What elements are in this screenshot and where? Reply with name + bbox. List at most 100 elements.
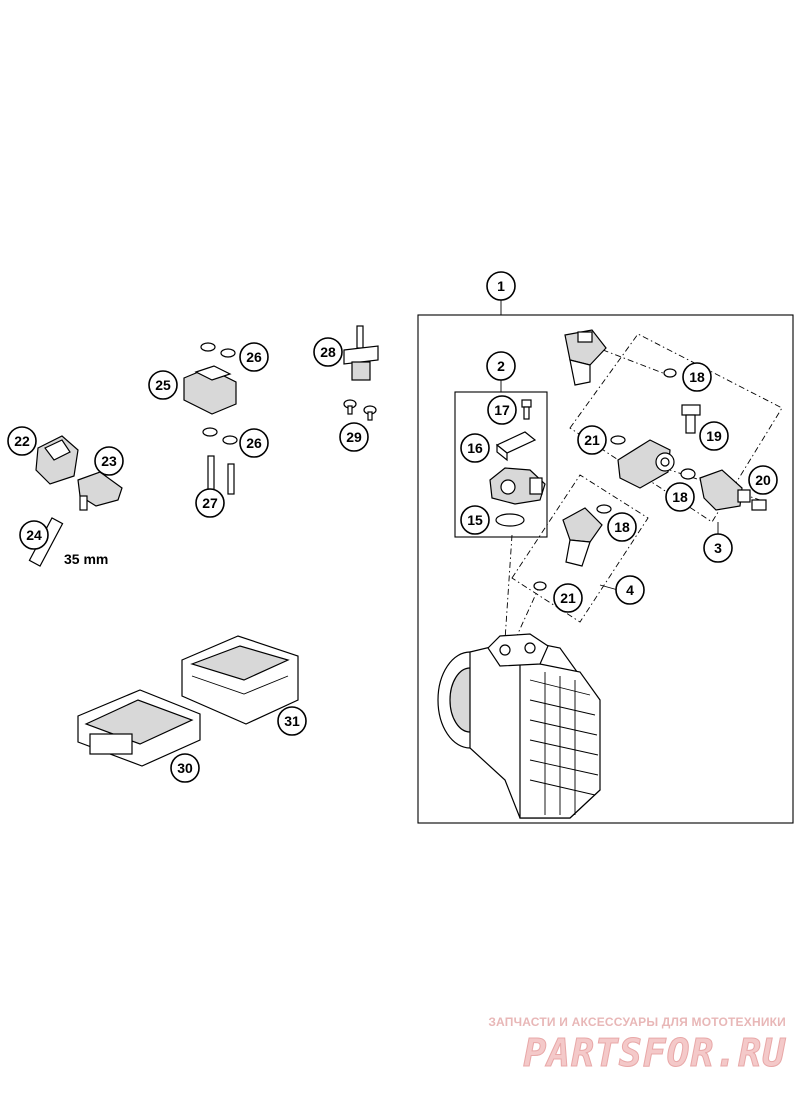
callout-18: 18 <box>665 482 695 512</box>
callout-circle <box>313 337 343 367</box>
injector-kit-frame-3 <box>569 333 783 523</box>
fitting-19 <box>681 404 701 434</box>
callout-19: 19 <box>699 421 729 451</box>
callout-25: 25 <box>148 370 178 400</box>
ecu-30 <box>77 689 201 767</box>
callout-number: 4 <box>626 582 634 598</box>
callout-number: 19 <box>706 428 722 444</box>
callout-23: 23 <box>94 446 124 476</box>
callout-number: 15 <box>467 512 483 528</box>
callout-circle <box>748 465 778 495</box>
injector-lower <box>562 507 603 567</box>
callout-circle <box>577 425 607 455</box>
callout-circle <box>486 351 516 381</box>
callout-17: 17 <box>487 395 517 425</box>
callout-circle <box>460 505 490 535</box>
callout-number: 18 <box>614 519 630 535</box>
callout-circle <box>7 426 37 456</box>
seal-21-top <box>610 435 626 445</box>
sensor-23 <box>77 471 123 511</box>
callout-layer: 1234151617181818192021212223242526262728… <box>7 271 778 783</box>
screw-17 <box>521 399 532 420</box>
callout-31: 31 <box>277 706 307 736</box>
hose-length-label: 35 mm <box>64 551 108 567</box>
callout-21: 21 <box>553 583 583 613</box>
callout-number: 3 <box>714 540 722 556</box>
sensor-28 <box>343 325 379 381</box>
callout-15: 15 <box>460 505 490 535</box>
callout-number: 17 <box>494 402 510 418</box>
callout-1: 1 <box>486 271 516 301</box>
callout-20: 20 <box>748 465 778 495</box>
callout-18: 18 <box>607 512 637 542</box>
callout-number: 21 <box>560 590 576 606</box>
callout-number: 25 <box>155 377 171 393</box>
callout-22: 22 <box>7 426 37 456</box>
callout-circle <box>486 271 516 301</box>
center-line-sensor <box>504 534 513 641</box>
callout-number: 2 <box>497 358 505 374</box>
ecu-bracket-31 <box>181 635 299 725</box>
callout-number: 28 <box>320 344 336 360</box>
callout-circle <box>615 575 645 605</box>
washer-26-bottom-a <box>202 427 218 437</box>
callout-circle <box>239 342 269 372</box>
callout-26: 26 <box>239 342 269 372</box>
bolt-27-a <box>207 455 215 491</box>
callout-circle <box>19 520 49 550</box>
watermark: ЗАПЧАСТИ И АКСЕССУАРЫ ДЛЯ МОТОТЕХНИКИ PA… <box>466 1015 786 1076</box>
throttle-body <box>437 633 601 819</box>
injector-top <box>564 329 607 386</box>
callout-21: 21 <box>577 425 607 455</box>
callout-18: 18 <box>682 362 712 392</box>
callout-circle <box>277 706 307 736</box>
screws-29 <box>343 399 377 421</box>
leader-4 <box>599 584 619 591</box>
callout-circle <box>703 533 733 563</box>
callout-circle <box>665 482 695 512</box>
callout-circle <box>607 512 637 542</box>
callout-number: 27 <box>202 495 218 511</box>
seal-18-top <box>663 368 677 378</box>
callout-circle <box>553 583 583 613</box>
seal-21-lower <box>533 581 547 591</box>
callout-number: 21 <box>584 432 600 448</box>
callout-number: 1 <box>497 278 505 294</box>
watermark-logo: PARTSFOR.RU <box>523 1031 786 1076</box>
callout-number: 29 <box>346 429 362 445</box>
callout-number: 31 <box>284 713 300 729</box>
callout-circle <box>699 421 729 451</box>
callout-number: 18 <box>689 369 705 385</box>
pressure-regulator <box>699 469 751 511</box>
callout-number: 23 <box>101 453 117 469</box>
center-line-injector <box>514 584 541 641</box>
callout-number: 16 <box>467 440 483 456</box>
sensor-25 <box>183 365 237 415</box>
seal-18-mid <box>680 468 696 480</box>
seal-18-lower <box>596 504 612 514</box>
callout-3: 3 <box>703 533 733 563</box>
callout-27: 27 <box>195 488 225 518</box>
callout-number: 20 <box>755 472 771 488</box>
callout-circle <box>339 422 369 452</box>
washer-26-top-a <box>200 342 216 352</box>
callout-circle <box>195 488 225 518</box>
callout-number: 18 <box>672 489 688 505</box>
callout-circle <box>682 362 712 392</box>
callout-16: 16 <box>460 433 490 463</box>
callout-24: 24 <box>19 520 49 550</box>
washer-26-top-b <box>220 348 236 358</box>
fuel-rail <box>617 439 675 489</box>
callout-circle <box>170 753 200 783</box>
connector-22 <box>35 435 79 485</box>
bolt-27-b <box>227 463 235 495</box>
callout-number: 24 <box>26 527 42 543</box>
washer-26-bottom-b <box>222 435 238 445</box>
callout-circle <box>148 370 178 400</box>
fitting-20 <box>751 499 767 511</box>
throttle-assembly-frame <box>417 314 794 824</box>
callout-number: 26 <box>246 435 262 451</box>
callout-number: 22 <box>14 433 30 449</box>
watermark-tagline: ЗАПЧАСТИ И АКСЕССУАРЫ ДЛЯ МОТОТЕХНИКИ <box>488 1015 786 1029</box>
